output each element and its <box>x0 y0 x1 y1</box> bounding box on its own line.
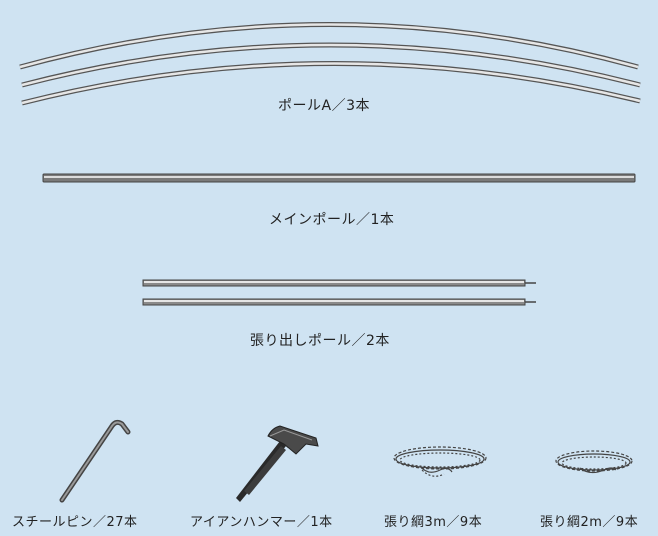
main-pole <box>42 173 636 183</box>
extension-poles <box>142 279 536 306</box>
steel-pin <box>59 419 131 503</box>
iron-hammer-label: アイアンハンマー／1本 <box>190 515 333 530</box>
guy-rope-3m <box>393 446 487 477</box>
pole-a-arcs <box>19 22 641 106</box>
main-pole-label: メインポール／1本 <box>269 212 395 228</box>
steel-pin-label: スチールピン／27本 <box>12 515 138 530</box>
guy-rope-3m-label: 張り綱3m／9本 <box>384 515 483 530</box>
iron-hammer <box>236 425 319 502</box>
pole-a-label: ポールA／3本 <box>278 98 370 114</box>
guy-rope-2m-label: 張り綱2m／9本 <box>540 515 639 530</box>
extension-pole-label: 張り出しポール／2本 <box>250 333 390 349</box>
guy-rope-2m <box>555 450 633 474</box>
